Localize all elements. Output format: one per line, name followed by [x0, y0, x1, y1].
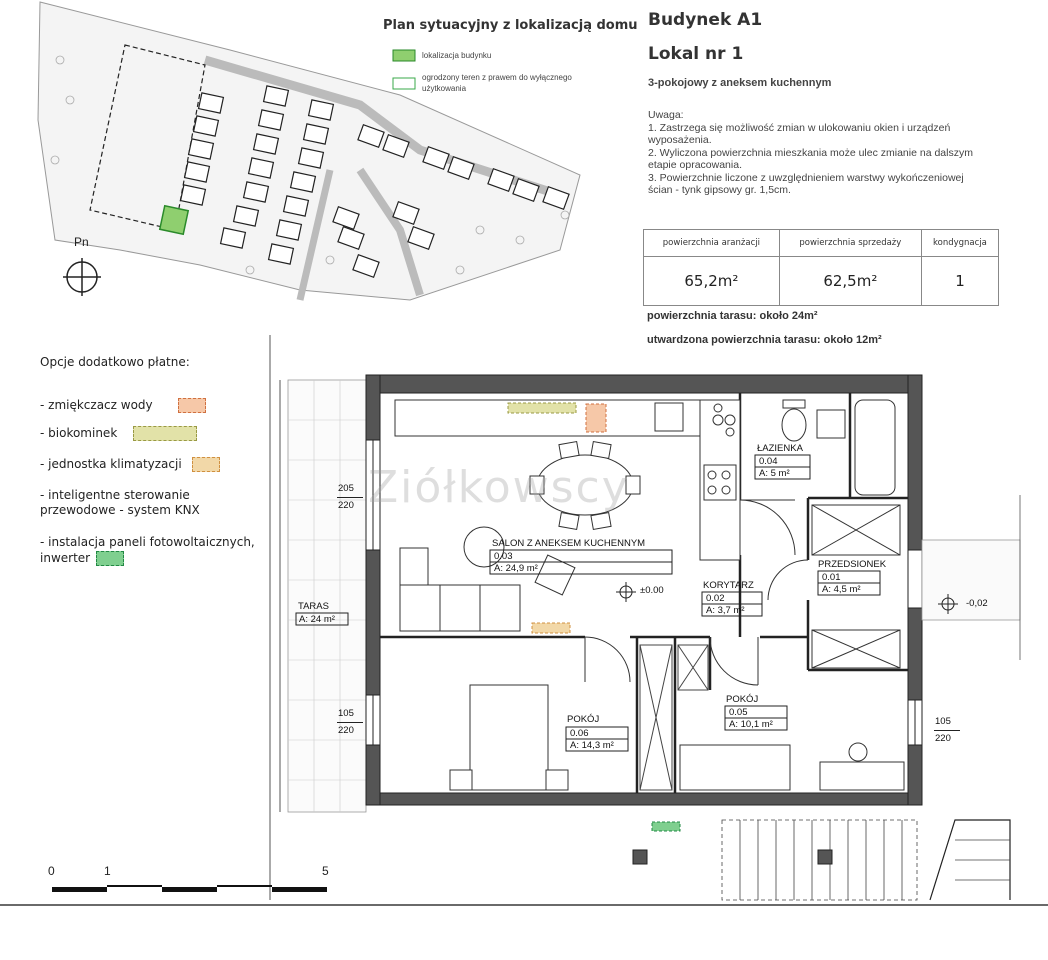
- notes-line: wyposażenia.: [648, 134, 712, 146]
- site-trees: [50, 55, 570, 275]
- area-table-header: kondygnacja: [920, 229, 1000, 257]
- legend-swatch-building: [392, 49, 416, 62]
- room-number-bathroom: 0.04: [759, 456, 778, 467]
- level-outside: -0,02: [966, 598, 988, 609]
- floor-level-value: 1: [920, 256, 1000, 306]
- legend-label-fenced-area: ogrodzony teren z prawem do wyłącznego u…: [422, 73, 572, 93]
- scale-label: 5: [322, 864, 329, 878]
- notes-block: Uwaga: 1. Zastrzega się możliwość zmian …: [648, 109, 1018, 197]
- window-height: 220: [935, 733, 951, 744]
- unit-title: Lokal nr 1: [648, 44, 744, 64]
- notes-line: ścian - tynk gipsowy gr. 1,5cm.: [648, 184, 791, 196]
- option-item-water-softener: - zmiękczacz wody: [40, 398, 207, 413]
- watermark: Ziółkowscy: [368, 462, 630, 513]
- option-item-air-conditioning: - jednostka klimatyzacji: [40, 457, 220, 472]
- unit-type: 3-pokojowy z aneksem kuchennym: [648, 77, 832, 89]
- wardrobe: [639, 644, 709, 791]
- option-label: - biokominek: [40, 426, 118, 440]
- room-number-corridor: 0.02: [706, 593, 725, 604]
- scale-bar: [52, 885, 327, 892]
- option-item-photovoltaics: - instalacja paneli fotowoltaicznych, in…: [40, 534, 255, 566]
- room-number-bedroom-1: 0.06: [570, 728, 589, 739]
- room-number-bedroom-2: 0.05: [729, 707, 748, 718]
- building-title: Budynek A1: [648, 10, 763, 30]
- option-label: - inteligentne sterowanie: [40, 488, 190, 502]
- room-name-bedroom-2: POKÓJ: [726, 694, 759, 705]
- area-sales-value: 62,5m²: [778, 256, 922, 306]
- room-name-corridor: KORYTARZ: [703, 580, 754, 591]
- site-road: [203, 55, 562, 200]
- area-arrangement-value: 65,2m²: [643, 256, 780, 306]
- notes-line: etapie opracowania.: [648, 159, 742, 171]
- photovoltaic-inverter-marker: [651, 821, 681, 832]
- option-label: - jednostka klimatyzacji: [40, 457, 182, 471]
- terrace-area: powierzchnia tarasu: około 24m²: [647, 310, 818, 322]
- room-number-living: 0.03: [494, 551, 513, 562]
- air-conditioning-marker: [531, 622, 571, 634]
- legend-label-building: lokalizacja budynku: [422, 51, 492, 60]
- notes-heading: Uwaga:: [648, 109, 684, 121]
- site-plan-map: [37, 1, 581, 301]
- area-table-header: powierzchnia aranżacji: [643, 229, 780, 257]
- notes-line: 2. Wyliczona powierzchnia mieszkania moż…: [648, 146, 973, 159]
- scale-label: 0: [48, 864, 55, 878]
- legend-swatch-fenced-area: [392, 77, 416, 90]
- room-name-vestibule: PRZEDSIONEK: [818, 559, 887, 570]
- room-area-bedroom-2: A: 10,1 m²: [729, 719, 773, 730]
- window-width: 105: [935, 716, 951, 727]
- notes-line: 3. Powierzchnie liczone z uwzględnieniem…: [648, 171, 964, 184]
- building-location-marker: [158, 204, 190, 236]
- staircase: [721, 819, 1011, 901]
- room-area-bathroom: A: 5 m²: [759, 468, 790, 479]
- option-label: przewodowe - system KNX: [40, 503, 200, 517]
- room-name-living: SALON Z ANEKSEM KUCHENNYM: [492, 538, 646, 549]
- option-swatch: [96, 551, 125, 566]
- window-dim-line: [934, 730, 960, 731]
- bed: [449, 684, 905, 791]
- option-item-knx: - inteligentne sterowanie przewodowe - s…: [40, 488, 200, 518]
- site-road: [356, 167, 424, 297]
- room-area-corridor: A: 3,7 m²: [706, 605, 745, 616]
- column-post: [817, 849, 833, 865]
- option-label: inwerter: [40, 551, 91, 565]
- room-name-bedroom-1: POKÓJ: [567, 714, 600, 725]
- room-area-terrace: A: 24 m²: [299, 614, 335, 625]
- option-swatch: [178, 398, 207, 413]
- level-marker-icon: [616, 582, 958, 614]
- paved-terrace-area: utwardzona powierzchnia tarasu: około 12…: [647, 334, 882, 346]
- window-dim-line: [337, 497, 363, 498]
- column-post: [632, 849, 648, 865]
- notes-line: 1. Zastrzega się możliwość zmian w uloko…: [648, 121, 951, 134]
- room-number-vestibule: 0.01: [822, 572, 841, 583]
- window-dim-line: [337, 722, 363, 723]
- north-compass-icon: [63, 258, 101, 296]
- area-table: powierzchnia aranżacji powierzchnia sprz…: [643, 229, 1000, 306]
- window-height: 220: [338, 500, 354, 511]
- option-label: - instalacja paneli fotowoltaicznych,: [40, 535, 255, 549]
- level-inside: ±0.00: [640, 585, 664, 596]
- room-name-terrace: TARAS: [298, 601, 329, 612]
- site-plan-title: Plan sytuacyjny z lokalizacją domu: [383, 18, 638, 33]
- option-swatch: [133, 426, 198, 441]
- window-width: 105: [338, 708, 354, 719]
- site-houses: [179, 85, 570, 279]
- biofireplace-marker: [507, 402, 577, 414]
- site-road: [296, 169, 334, 301]
- scale-label: 1: [104, 864, 111, 878]
- option-swatch: [191, 457, 220, 472]
- options-title: Opcje dodatkowo płatne:: [40, 355, 190, 369]
- room-area-living: A: 24,9 m²: [494, 563, 538, 574]
- water-softener-marker: [585, 403, 607, 433]
- room-name-bathroom: ŁAZIENKA: [757, 443, 803, 454]
- north-label: Pn: [74, 235, 89, 249]
- room-area-bedroom-1: A: 14,3 m²: [570, 740, 614, 751]
- area-table-header: powierzchnia sprzedaży: [778, 229, 922, 257]
- room-area-vestibule: A: 4,5 m²: [822, 584, 861, 595]
- entrance-landing: [921, 495, 1021, 660]
- window-height: 220: [338, 725, 354, 736]
- bathroom-fixtures: [781, 399, 901, 669]
- option-item-biofireplace: - biokominek: [40, 426, 198, 441]
- option-label: - zmiękczacz wody: [40, 398, 153, 412]
- window-width: 205: [338, 483, 354, 494]
